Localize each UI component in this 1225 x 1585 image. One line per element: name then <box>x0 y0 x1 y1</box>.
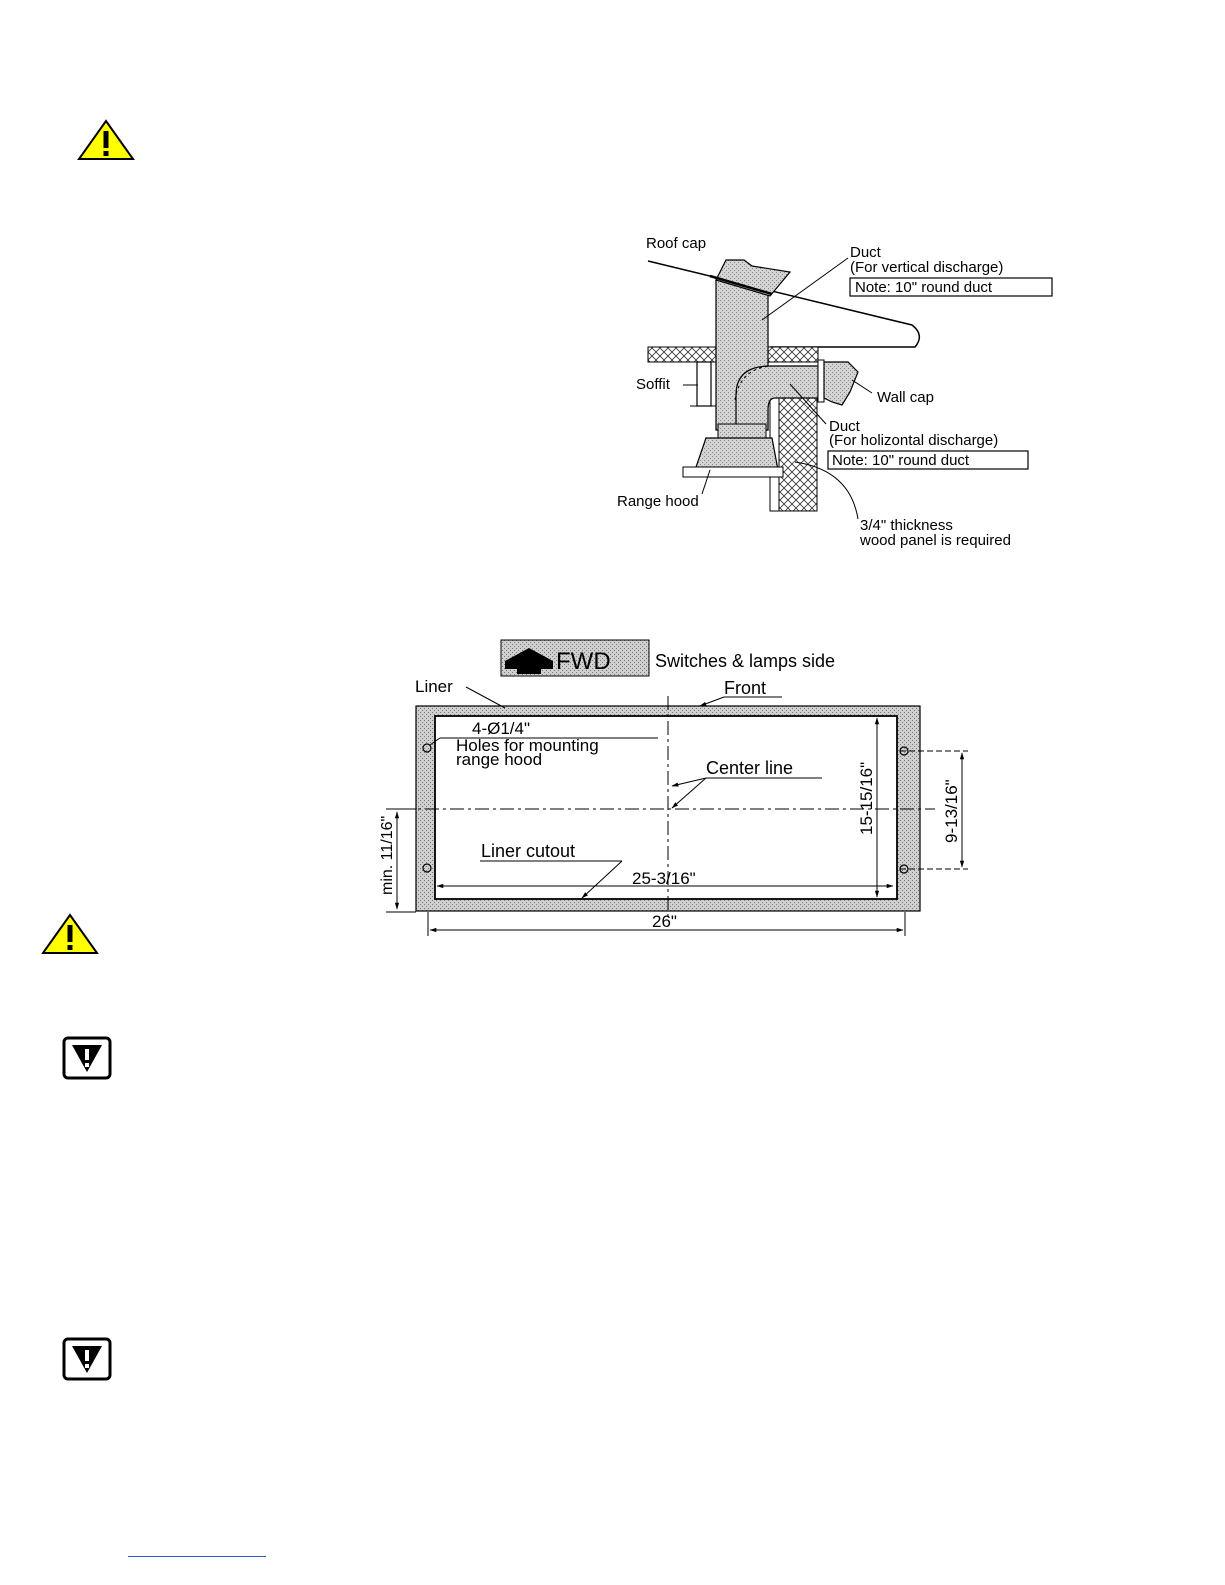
panel-required-label: wood panel is required <box>859 532 1011 549</box>
note-vertical: Note: 10" round duct <box>855 279 993 296</box>
caution-icon-mid <box>41 913 99 954</box>
liner-cutout-diagram: FWD Switches & lamps side Liner Front 4-… <box>379 639 968 936</box>
footer-rule <box>128 1556 266 1557</box>
forward-arrow-icon <box>505 648 553 674</box>
range-hood-label: Range hood <box>617 493 699 510</box>
center-line-label: Center line <box>706 758 793 778</box>
inner-width-dimension: 25-3/16" <box>632 869 696 888</box>
wall-cap-label: Wall cap <box>877 389 934 406</box>
mandatory-exclamation-icon <box>62 1036 112 1080</box>
liner-label: Liner <box>415 677 453 696</box>
hole-spacing-dimension: 9-13/16" <box>942 779 961 843</box>
duct-horizontal-label: Duct <box>829 418 861 435</box>
mandatory-icon-2 <box>62 1337 112 1381</box>
holes-dimension: 4-Ø1/4" <box>472 719 530 738</box>
liner-cutout-label: Liner cutout <box>481 841 575 861</box>
holes-label-1: Holes for mounting <box>456 736 599 755</box>
fwd-label: FWD <box>556 648 611 675</box>
mandatory-exclamation-icon <box>62 1337 112 1381</box>
min-offset-dimension: min. 11/16" <box>379 816 396 895</box>
duct-vertical-label: Duct <box>850 244 882 261</box>
switches-side-label: Switches & lamps side <box>655 651 835 671</box>
warning-triangle-icon <box>41 913 99 954</box>
outer-width-dimension: 26" <box>652 912 677 931</box>
inner-height-dimension: 15-15/16" <box>857 762 876 835</box>
duct-vertical-sub: (For vertical discharge) <box>850 259 1003 276</box>
caution-icon-top <box>77 119 135 160</box>
note-horizontal: Note: 10" round duct <box>832 452 970 469</box>
panel-thickness-label: 3/4" thickness <box>860 517 953 534</box>
warning-triangle-icon <box>77 119 135 160</box>
roof-cap-label: Roof cap <box>646 235 706 252</box>
duct-horizontal-sub: (For holizontal discharge) <box>829 432 998 449</box>
holes-label-2: range hood <box>456 750 542 769</box>
mandatory-icon-1 <box>62 1036 112 1080</box>
soffit-label: Soffit <box>636 376 671 393</box>
front-label: Front <box>724 678 766 698</box>
duct-installation-diagram: Roof cap Duct (For vertical discharge) N… <box>617 235 1053 549</box>
